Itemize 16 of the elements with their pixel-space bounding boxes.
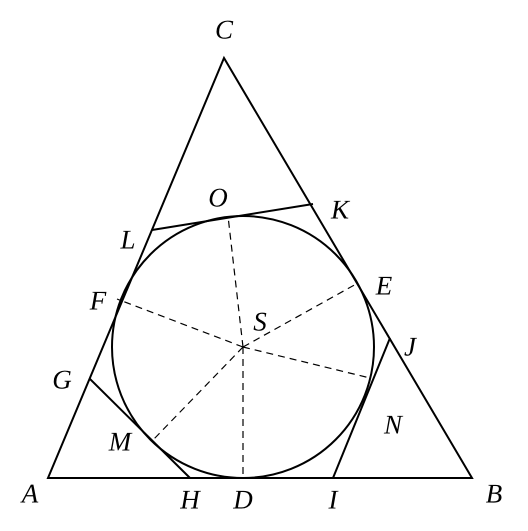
point-label: B: [486, 480, 502, 508]
point-label: G: [52, 366, 72, 394]
point-label: M: [108, 428, 132, 456]
point-label: I: [328, 486, 338, 514]
point-label: K: [331, 196, 349, 224]
point-label: A: [22, 480, 38, 508]
point-label: H: [180, 486, 200, 514]
point-label: F: [90, 288, 106, 314]
point-label: O: [208, 184, 228, 212]
point-label: N: [384, 412, 402, 438]
point-label: C: [215, 16, 233, 44]
point-label: J: [404, 334, 416, 360]
point-label: S: [253, 308, 267, 336]
point-label: D: [233, 486, 253, 514]
point-label: E: [376, 272, 392, 300]
point-label: L: [120, 226, 136, 254]
